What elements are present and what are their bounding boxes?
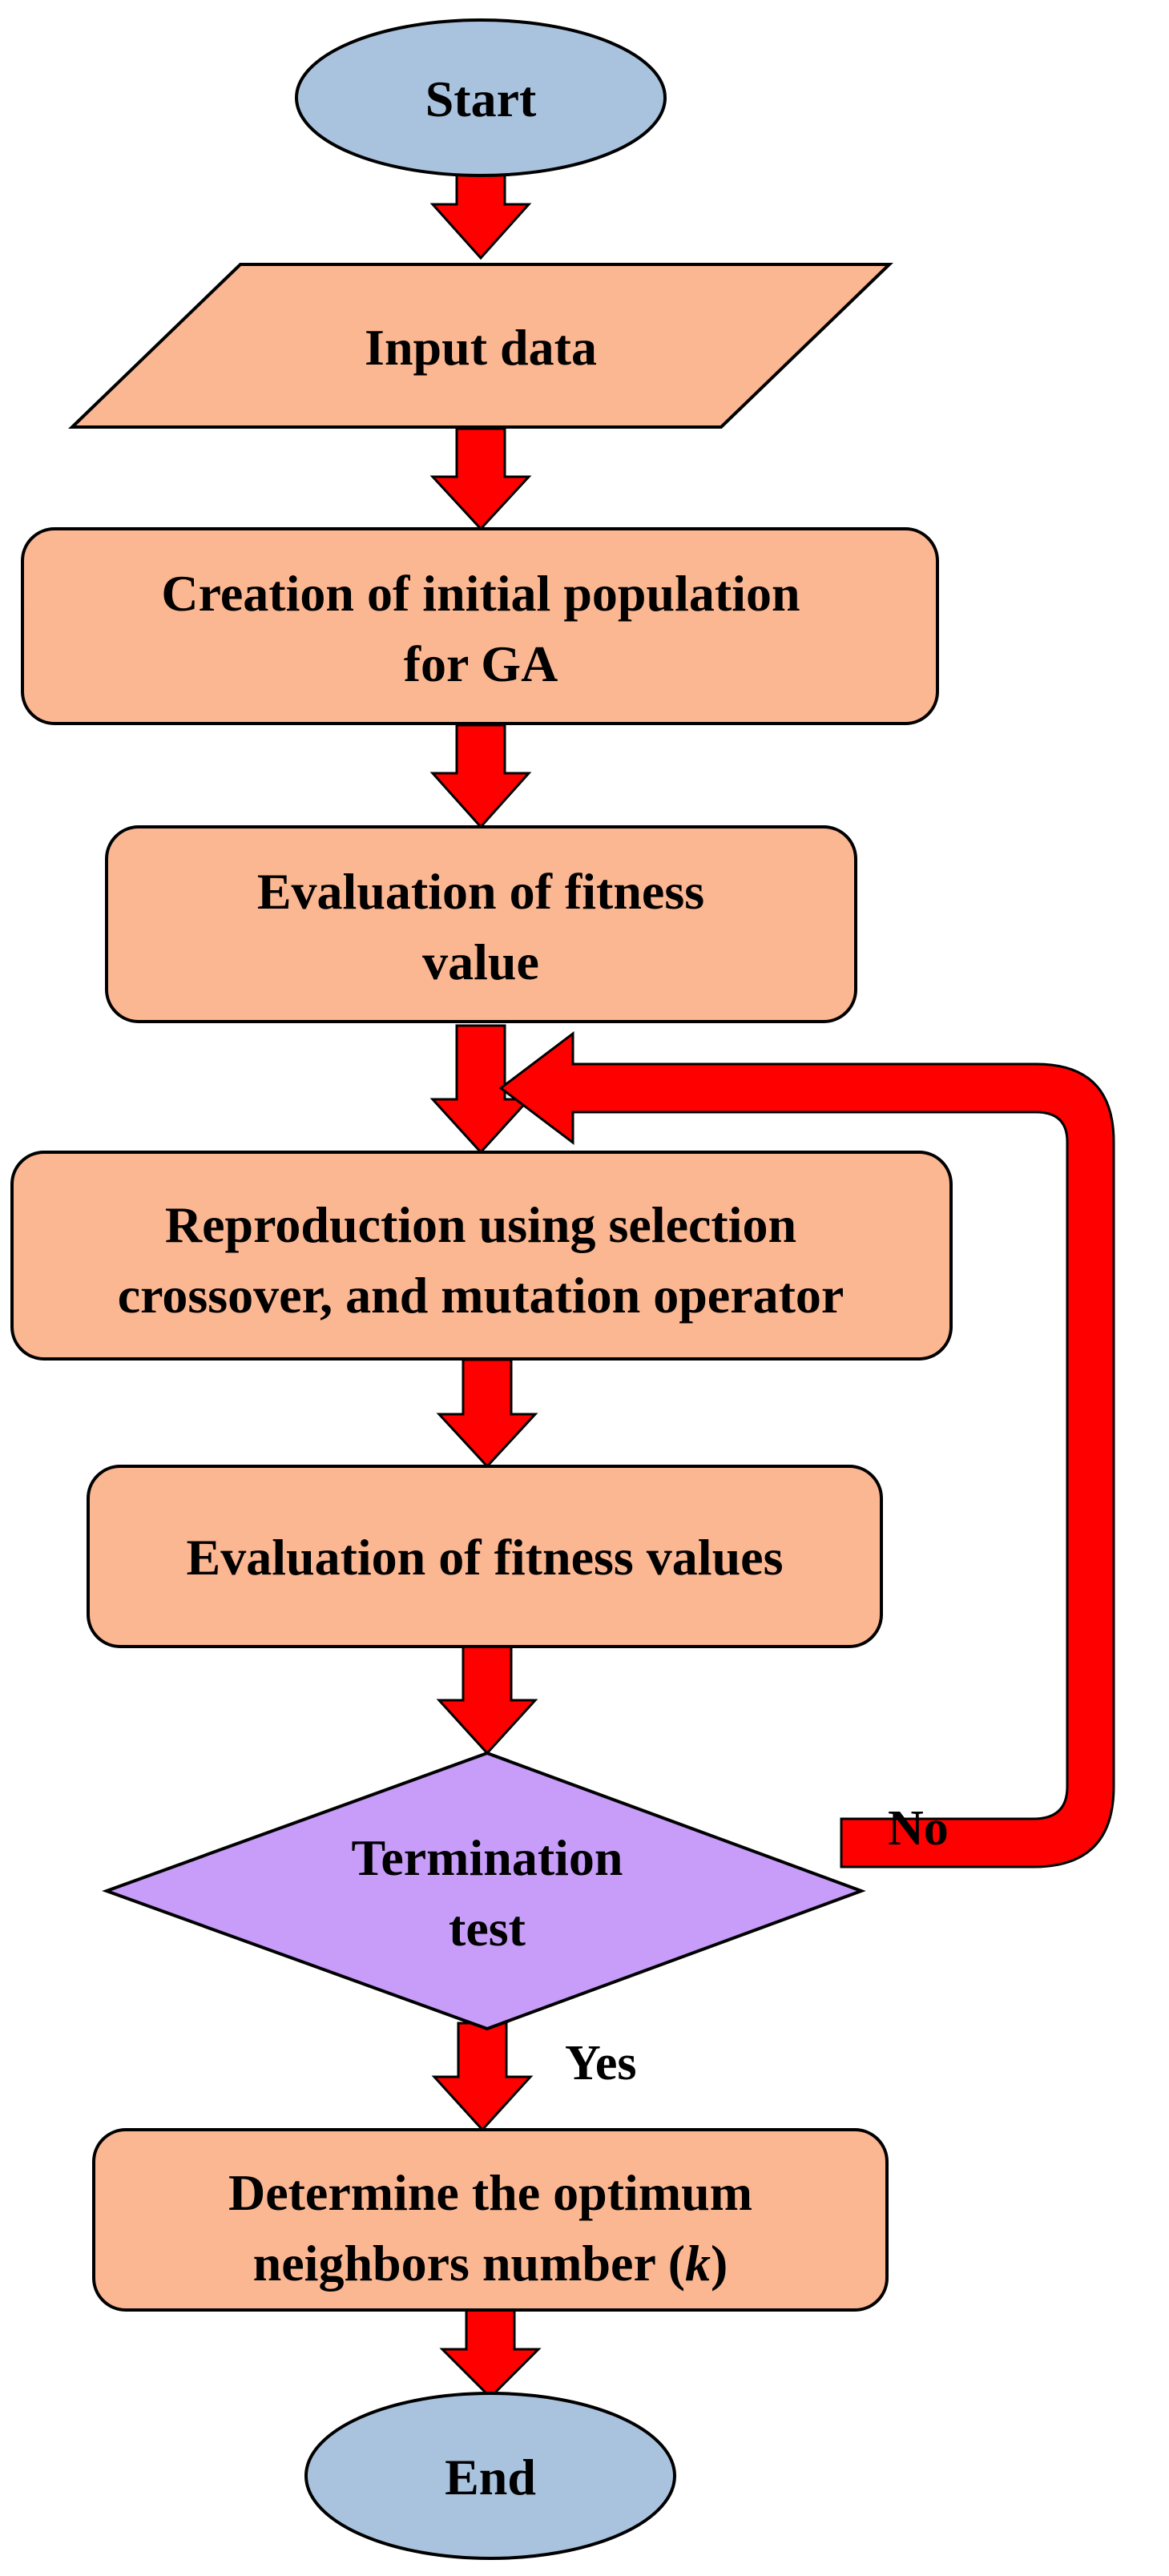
arrow-loop-back-no xyxy=(498,1030,1115,1869)
arrow-termination-to-determine xyxy=(431,2022,534,2132)
no-label: No xyxy=(888,1801,949,1856)
evaluation-fitness-box xyxy=(105,825,857,1023)
reproduction-label-line1: Reproduction using selection xyxy=(165,1196,796,1253)
arrow-creation-to-evaluation xyxy=(429,724,532,829)
input-data-parallelogram xyxy=(68,263,893,429)
determine-label-line1: Determine the optimum xyxy=(228,2164,752,2221)
k-variable: k xyxy=(685,2235,711,2292)
evaluation-fitness-values-box xyxy=(87,1465,883,1648)
reproduction-process-box xyxy=(10,1151,953,1361)
arrow-determine-to-end xyxy=(439,2308,542,2400)
yes-label: Yes xyxy=(565,2036,637,2090)
reproduction-label-line2: crossover, and mutation operator xyxy=(118,1267,845,1324)
determine-label-close-paren: ) xyxy=(711,2235,728,2292)
input-data-label: Input data xyxy=(365,319,597,376)
termination-label-line2: test xyxy=(449,1900,526,1957)
evaluation-label-line1: Evaluation of fitness xyxy=(257,863,704,920)
creation-label-line1: Creation of initial population xyxy=(161,565,800,622)
end-label: End xyxy=(445,2449,536,2505)
arrow-start-to-input xyxy=(429,171,532,260)
determine-optimum-box xyxy=(92,2128,889,2312)
arrow-reproduction-to-evaluation-values xyxy=(436,1358,538,1469)
start-label: Start xyxy=(425,71,537,127)
determine-label-line2-text: neighbors number ( xyxy=(253,2235,685,2292)
termination-test-decision xyxy=(102,1751,866,2031)
end-terminal xyxy=(304,2392,676,2560)
arrow-evaluation-to-reproduction xyxy=(429,1024,532,1155)
termination-label-line1: Termination xyxy=(352,1829,623,1886)
arrow-input-to-creation xyxy=(429,427,532,531)
determine-label-line2: neighbors number (k) xyxy=(253,2235,728,2292)
evaluation-label-line2: value xyxy=(422,933,539,990)
arrow-evaluation-values-to-termination xyxy=(436,1645,538,1756)
creation-label-line2: for GA xyxy=(404,635,558,692)
start-terminal xyxy=(295,18,667,177)
evaluation-values-label: Evaluation of fitness values xyxy=(187,1529,784,1586)
creation-process-box xyxy=(21,527,939,725)
